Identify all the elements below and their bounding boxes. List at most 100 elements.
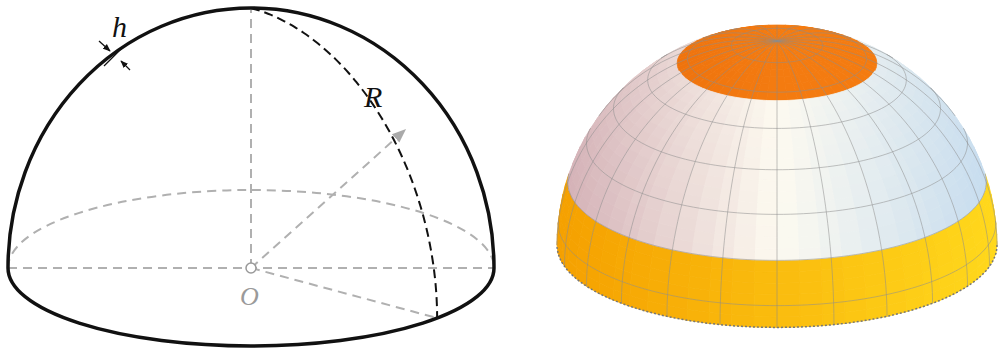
surface-patch: [768, 84, 777, 92]
grid-line: [703, 33, 777, 41]
grid-line: [777, 41, 887, 316]
grid-line: [777, 41, 968, 286]
surface-patch: [799, 270, 822, 283]
base-radius-line: [251, 268, 437, 318]
grid-lines: [557, 25, 997, 327]
surface-patch: [743, 158, 761, 170]
surface-patch: [777, 51, 781, 57]
surface-patch: [791, 137, 807, 148]
surface-patch: [761, 76, 770, 84]
surface-patch: [733, 247, 755, 260]
grid-line: [931, 88, 941, 109]
surface-patch: [777, 100, 788, 109]
surface-patch: [763, 128, 777, 138]
surface-patch: [740, 179, 759, 191]
surface-patch: [770, 69, 777, 76]
surface-patch: [732, 293, 755, 305]
grid-line: [777, 41, 834, 325]
surface-patch: [777, 159, 794, 170]
surface-patch: [754, 305, 777, 316]
surface-patch: [777, 109, 790, 118]
surface-patch: [733, 259, 755, 272]
surface-patch: [693, 231, 714, 245]
surface-patch: [777, 271, 799, 283]
radius-arrow: [251, 130, 405, 268]
surface-patch: [772, 56, 777, 62]
radius-label: R: [364, 82, 382, 112]
surface-patch: [732, 281, 755, 294]
surface-patch: [777, 169, 795, 180]
surface-patch: [761, 148, 777, 159]
surface-patch: [777, 148, 793, 159]
surface-patch: [777, 214, 797, 226]
surface-patch: [736, 213, 757, 226]
surface-patch: [775, 46, 777, 51]
surface-patch: [798, 236, 820, 249]
grid-line: [777, 41, 778, 327]
surface-patch: [762, 138, 777, 149]
surface-patch: [758, 180, 777, 191]
grid-line: [777, 41, 933, 303]
surface-patch: [767, 92, 777, 101]
surface-patch: [777, 316, 800, 327]
surface-patch: [784, 76, 793, 84]
surface-patch: [755, 271, 777, 283]
surface-patch: [777, 260, 799, 272]
surface-patch: [795, 179, 814, 191]
surface-patch: [788, 109, 801, 119]
surface-patch: [798, 247, 820, 260]
surface-patch: [757, 214, 777, 226]
surface-patch: [659, 212, 679, 227]
surface-patch: [800, 304, 823, 316]
surface-patch: [777, 128, 791, 138]
surface-patches: [557, 25, 997, 327]
surface-patch: [796, 190, 816, 202]
surface-patch: [777, 191, 796, 203]
axis-line: [250, 10, 252, 268]
dome-outline: [8, 8, 494, 268]
surface-patch: [752, 109, 765, 119]
surface-patch: [777, 92, 787, 101]
surface-patch: [790, 118, 804, 128]
surface-patch: [777, 237, 798, 249]
grid-line: [564, 41, 777, 266]
surface-patch: [797, 224, 818, 237]
surface-patch: [754, 316, 777, 327]
center-point: [246, 263, 256, 273]
surface-patch: [748, 127, 763, 138]
surface-patch: [800, 293, 823, 305]
grid-line: [755, 26, 777, 41]
surface-patch: [677, 216, 698, 231]
surface-patch: [732, 270, 755, 283]
surface-patch: [777, 305, 800, 316]
surface-patch: [750, 118, 764, 128]
surface-patch: [857, 216, 878, 231]
grid-line: [777, 41, 990, 266]
grid-line: [732, 29, 777, 41]
grid-line: [720, 41, 777, 325]
base-front-rim: [557, 245, 997, 327]
surface-patch: [777, 180, 796, 191]
surface-patch: [777, 69, 784, 76]
surface-patch: [773, 51, 777, 57]
surface-patch: [777, 283, 800, 295]
surface-patch: [777, 294, 800, 306]
surface-patch: [787, 100, 799, 109]
base-front-edge: [8, 268, 494, 346]
surface-patch: [777, 63, 783, 70]
surface-patch: [766, 100, 777, 109]
grid-line: [621, 41, 777, 303]
surface-patch: [755, 248, 777, 260]
surface-patch: [763, 119, 777, 129]
surface-patch: [839, 231, 860, 245]
surface-patch: [756, 225, 777, 237]
surface-patch: [799, 281, 822, 294]
surface-patch: [785, 83, 795, 92]
surface-patch: [746, 137, 762, 148]
surface-patch: [799, 259, 821, 272]
surface-patch: [777, 56, 782, 62]
surface-patch: [756, 91, 767, 100]
grid-line: [963, 128, 967, 143]
surface-patch: [735, 224, 756, 237]
